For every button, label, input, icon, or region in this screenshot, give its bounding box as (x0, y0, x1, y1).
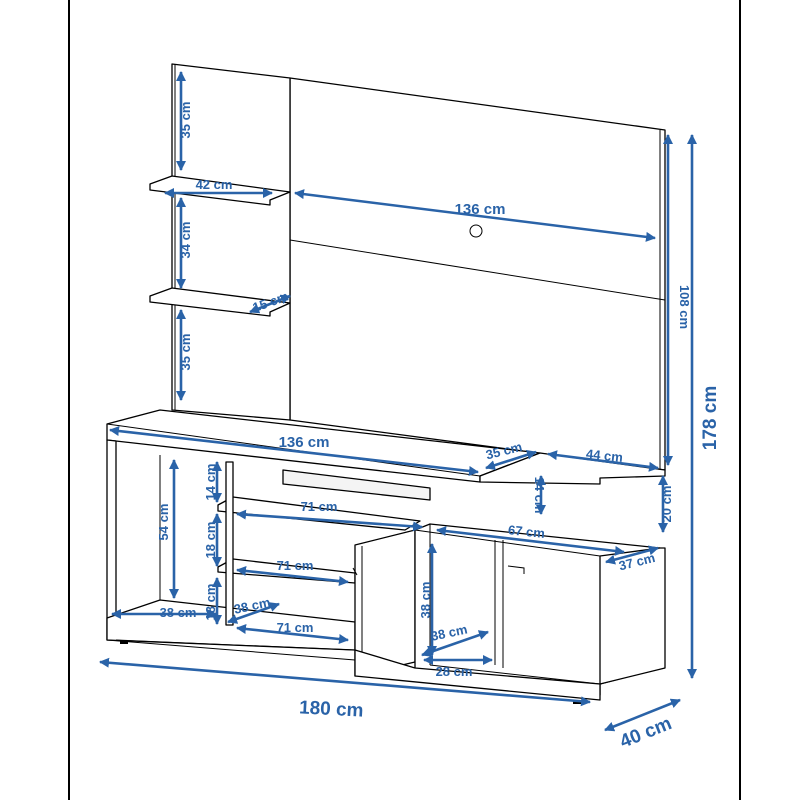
label-middle-shelf-gap: 34 cm (178, 222, 193, 259)
label-right-niche-height: 14 cm (532, 477, 547, 514)
label-top-width: 136 cm (279, 434, 330, 451)
label-right-top-width: 44 cm (585, 446, 623, 465)
label-upper-shelf-gap: 35 cm (178, 102, 193, 139)
label-left-compartment-height: 54 cm (156, 504, 171, 541)
label-upper-shelf-width: 42 cm (196, 177, 233, 192)
label-cabinet-height: 38 cm (418, 582, 433, 619)
label-lower-shelf-gap: 35 cm (178, 334, 193, 371)
label-base-depth-left: 38 cm (160, 605, 197, 620)
label-panel-width: 136 cm (455, 201, 506, 218)
label-cabinet-inner-width: 28 cm (436, 664, 473, 679)
label-right-base-height: 20 cm (659, 486, 674, 523)
label-shelf-2-width: 71 cm (277, 558, 314, 573)
dimension-lines (99, 71, 697, 732)
label-cabinet-inner-depth: 38 cm (429, 621, 468, 643)
label-base-depth-middle: 38 cm (232, 594, 271, 616)
label-cabinet-width: 67 cm (507, 522, 545, 541)
label-shelf-1-height: 18 cm (203, 522, 218, 559)
label-niche-height: 14 cm (203, 464, 218, 501)
label-total-width: 180 cm (299, 697, 364, 721)
label-shelf-2-height: 18 cm (203, 584, 218, 621)
label-total-height: 178 cm (700, 386, 721, 450)
label-total-depth: 40 cm (617, 713, 675, 753)
label-shelf-3-width: 71 cm (277, 620, 314, 635)
label-panel-height: 108 cm (677, 285, 692, 329)
label-shelf-1-width: 71 cm (301, 499, 338, 514)
